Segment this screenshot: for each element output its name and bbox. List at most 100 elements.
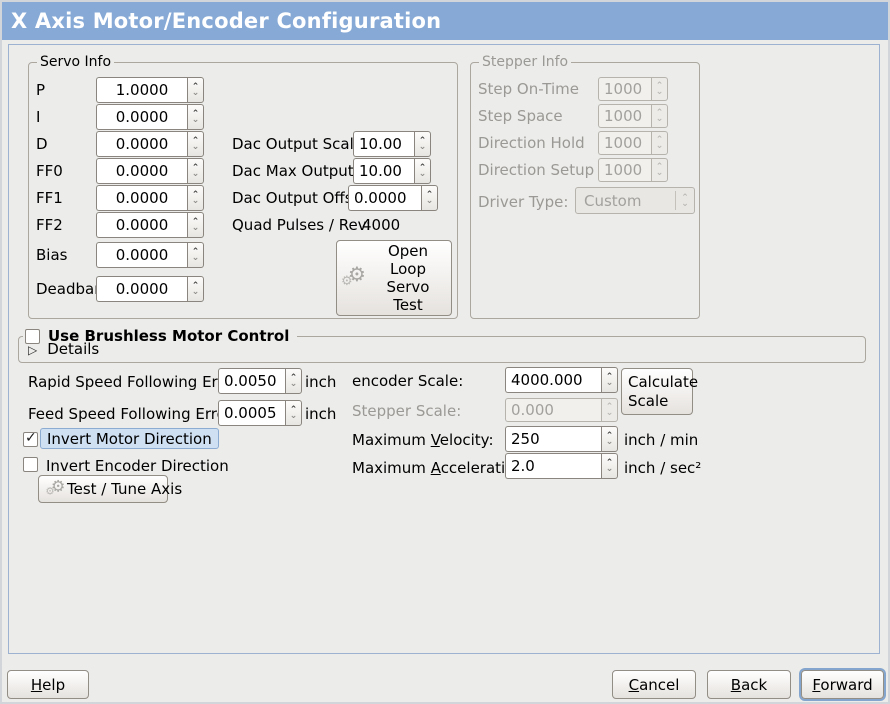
content-panel [8,44,880,654]
dac-max-output-spinner[interactable] [414,158,431,184]
ff0-input[interactable]: 0.0000 [96,158,187,184]
feed-following-error-spinner[interactable] [285,400,302,426]
dac-max-output-spinbox[interactable]: 10.00 [353,158,431,184]
spin-down-icon[interactable] [426,198,434,204]
encoder-scale-input[interactable]: 4000.000 [505,367,601,393]
forward-button[interactable]: Forward [801,670,884,699]
rapid-following-error-label: Rapid Speed Following Error: [28,373,244,391]
bias-spinner[interactable] [187,242,204,268]
spin-down-icon[interactable] [192,90,200,96]
help-button[interactable]: Help [7,670,89,699]
spin-down-icon[interactable] [419,144,427,150]
dac-max-output-input[interactable]: 10.00 [353,158,414,184]
step-space-spinbox: 1000 [598,104,668,128]
i-label: I [36,108,41,126]
direction-setup-label: Direction Setup [478,161,595,179]
dac-output-offset-spinbox[interactable]: 0.0000 [348,185,438,211]
rapid-following-error-spinner[interactable] [285,368,302,394]
spin-down-icon[interactable] [192,171,200,177]
dac-output-offset-spinner[interactable] [421,185,438,211]
invert-motor-label[interactable]: Invert Motor Direction [47,429,212,448]
spin-down-icon[interactable] [192,117,200,123]
invert-encoder-checkbox[interactable] [23,457,38,472]
invert-encoder-label[interactable]: Invert Encoder Direction [46,457,229,475]
page-title: X Axis Motor/Encoder Configuration [11,9,442,33]
p-input[interactable]: 1.0000 [96,77,187,103]
ff1-spinbox[interactable]: 0.0000 [96,185,204,211]
spin-down-icon[interactable] [192,255,200,261]
invert-motor-checkbox[interactable] [23,430,38,447]
combo-down-icon [681,201,689,207]
open-loop-test-button[interactable]: Open Loop Servo Test [336,240,452,316]
dac-output-scale-spinbox[interactable]: 10.00 [353,131,431,157]
ff0-spinner[interactable] [187,158,204,184]
dac-output-scale-spinner[interactable] [414,131,431,157]
i-spinner[interactable] [187,104,204,130]
cancel-button[interactable]: Cancel [612,670,696,699]
deadband-spinner[interactable] [187,276,204,302]
spin-down-icon[interactable] [192,144,200,150]
d-label: D [36,135,48,153]
driver-type-value: Custom [584,191,642,210]
bias-input[interactable]: 0.0000 [96,242,187,268]
gears-icon [341,262,369,292]
details-expander[interactable]: Details [28,340,99,358]
encoder-scale-spinner[interactable] [601,367,618,393]
use-brushless-label[interactable]: Use Brushless Motor Control [48,327,290,345]
quad-pulses-label: Quad Pulses / Rev: [232,216,371,234]
bias-label: Bias [36,246,68,264]
max-accel-input[interactable]: 2.0 [505,453,601,479]
max-velocity-spinner[interactable] [601,426,618,452]
rapid-following-error-spinbox[interactable]: 0.0050 [218,368,302,394]
i-input[interactable]: 0.0000 [96,104,187,130]
invert-motor-label-box[interactable]: Invert Motor Direction [40,428,219,449]
d-input[interactable]: 0.0000 [96,131,187,157]
encoder-scale-spinbox[interactable]: 4000.000 [505,367,618,393]
d-spinbox[interactable]: 0.0000 [96,131,204,157]
spin-down-icon[interactable] [606,380,614,386]
direction-setup-input: 1000 [598,158,651,182]
stepper-scale-spinbox: 0.000 [505,398,618,422]
dac-output-offset-input[interactable]: 0.0000 [348,185,421,211]
max-velocity-spinbox[interactable]: 250 [505,426,618,452]
max-accel-spinbox[interactable]: 2.0 [505,453,618,479]
spin-down-icon[interactable] [606,439,614,445]
rapid-following-error-input[interactable]: 0.0050 [218,368,285,394]
test-tune-axis-label: Test / Tune Axis [67,480,183,498]
deadband-spinbox[interactable]: 0.0000 [96,276,204,302]
max-accel-spinner[interactable] [601,453,618,479]
ff0-spinbox[interactable]: 0.0000 [96,158,204,184]
p-spinner[interactable] [187,77,204,103]
test-tune-axis-button[interactable]: Test / Tune Axis [38,475,182,503]
driver-type-label: Driver Type: [478,193,569,211]
deadband-input[interactable]: 0.0000 [96,276,187,302]
spin-down-icon[interactable] [290,381,298,387]
spin-down-icon[interactable] [192,289,200,295]
max-velocity-input[interactable]: 250 [505,426,601,452]
back-button[interactable]: Back [707,670,791,699]
ff1-spinner[interactable] [187,185,204,211]
spin-down-icon[interactable] [419,171,427,177]
ff1-input[interactable]: 0.0000 [96,185,187,211]
spin-down-icon[interactable] [606,466,614,472]
calculate-scale-button[interactable]: Calculate Scale [621,368,698,415]
spin-down-icon[interactable] [290,413,298,419]
i-spinbox[interactable]: 0.0000 [96,104,204,130]
spin-down-icon[interactable] [192,225,200,231]
dac-output-scale-input[interactable]: 10.00 [353,131,414,157]
spin-down-icon[interactable] [192,198,200,204]
expander-arrow-icon[interactable] [28,340,37,358]
bias-spinbox[interactable]: 0.0000 [96,242,204,268]
feed-following-error-input[interactable]: 0.0005 [218,400,285,426]
direction-hold-spinner [651,131,668,155]
step-on-time-spinbox: 1000 [598,77,668,101]
d-spinner[interactable] [187,131,204,157]
ff2-spinner[interactable] [187,212,204,238]
ff2-input[interactable]: 0.0000 [96,212,187,238]
ff2-spinbox[interactable]: 0.0000 [96,212,204,238]
direction-setup-spinner [651,158,668,182]
encoder-scale-label: encoder Scale: [352,372,464,390]
details-label[interactable]: Details [47,340,100,358]
p-spinbox[interactable]: 1.0000 [96,77,204,103]
feed-following-error-spinbox[interactable]: 0.0005 [218,400,302,426]
